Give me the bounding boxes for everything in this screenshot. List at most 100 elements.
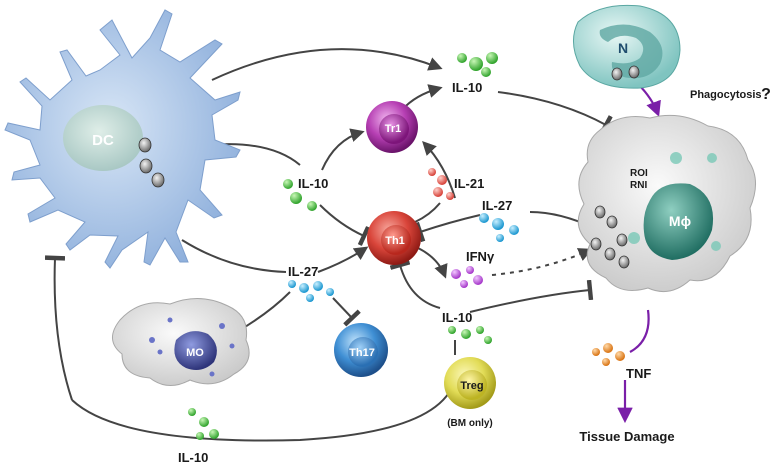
th17-cell: Th17 bbox=[334, 323, 388, 377]
monocyte-granule-5 bbox=[209, 371, 215, 377]
il10-treg-dot-2 bbox=[461, 329, 471, 339]
tr1-nucleus bbox=[379, 114, 409, 144]
il10-treg-to-th1-inhibit bbox=[389, 260, 441, 309]
il27-left-dot-1 bbox=[288, 280, 296, 288]
tr1-cell: Tr1 bbox=[366, 101, 418, 153]
il27-right-label: IL-27 bbox=[482, 198, 512, 213]
il10-treg-cluster bbox=[448, 326, 492, 344]
il27-left-dot-4 bbox=[326, 288, 334, 296]
connectors bbox=[44, 48, 661, 442]
monocyte-granule-1 bbox=[149, 337, 155, 343]
treg-cell: Treg bbox=[444, 357, 496, 409]
neutrophil: N bbox=[573, 4, 681, 89]
il21-label: IL-21 bbox=[454, 176, 484, 191]
phagocytosis-question: ? bbox=[761, 86, 771, 103]
dc-nucleus bbox=[63, 105, 143, 171]
ifng-dot-2 bbox=[466, 266, 474, 274]
il27-left-dot-3 bbox=[313, 281, 323, 291]
il27-right-dot-2 bbox=[492, 218, 504, 230]
il27-left-cluster bbox=[288, 280, 334, 302]
il10-top-dot-1 bbox=[457, 53, 467, 63]
il10-top-dot-2 bbox=[469, 57, 483, 71]
th1-label: Th1 bbox=[385, 235, 405, 247]
macrophage-nucleus bbox=[643, 183, 714, 260]
mo-to-il27-line bbox=[239, 291, 291, 331]
il27-right-dot-3 bbox=[509, 225, 519, 235]
macrophage-vacuole-1 bbox=[670, 152, 682, 164]
monocyte-nucleus bbox=[174, 331, 217, 370]
ifng-label: IFNγ bbox=[466, 249, 495, 264]
il10-treg-dot-4 bbox=[484, 336, 492, 344]
il10-top-label: IL-10 bbox=[452, 80, 482, 95]
macrophage-bacterium-6 bbox=[618, 255, 630, 269]
macrophage-to-tnf-line bbox=[629, 309, 650, 353]
dc-to-il10-top-arrow bbox=[211, 48, 443, 81]
monocyte-granule-3 bbox=[219, 323, 225, 329]
il21-to-tr1-arrow bbox=[422, 140, 456, 199]
il27-left-label: IL-27 bbox=[288, 264, 318, 279]
il10-top-to-macrophage-inhibit bbox=[497, 91, 613, 135]
il10-top-cluster bbox=[457, 52, 498, 77]
ifng-dot-1 bbox=[451, 269, 461, 279]
il10-left-cluster bbox=[283, 179, 317, 211]
dc-label: DC bbox=[92, 132, 114, 149]
il27-left-dot-5 bbox=[306, 294, 314, 302]
il10-left-dot-3 bbox=[307, 201, 317, 211]
tnf-dot-4 bbox=[602, 358, 610, 366]
il27-left-to-th1-arrow bbox=[317, 246, 369, 273]
dc-to-il27-left-line bbox=[181, 239, 287, 273]
treg-label: Treg bbox=[460, 380, 483, 392]
macrophage-bacterium-1 bbox=[594, 205, 606, 219]
neutrophil-bacterium-2 bbox=[628, 65, 640, 79]
il10-treg-label: IL-10 bbox=[442, 310, 472, 325]
dc-bacterium-3 bbox=[151, 172, 165, 188]
ifng-cluster bbox=[451, 266, 483, 288]
il10-left-dot-1 bbox=[283, 179, 293, 189]
il27-right-cluster bbox=[479, 213, 519, 242]
il10-treg-dot-3 bbox=[476, 326, 484, 334]
dc-bacterium-2 bbox=[139, 158, 153, 174]
phagocytosis-label: Phagocytosis bbox=[690, 89, 762, 101]
il27-left-to-th17-inhibit bbox=[332, 297, 361, 327]
th1-cell: Th1 bbox=[367, 211, 421, 265]
macrophage-bacterium-2 bbox=[606, 215, 618, 229]
th17-label: Th17 bbox=[349, 347, 375, 359]
th1-to-il21-line bbox=[414, 202, 441, 223]
neutrophil-bacterium-1 bbox=[611, 67, 623, 81]
monocyte: MO bbox=[112, 298, 250, 386]
tissue-damage-label: Tissue Damage bbox=[579, 429, 674, 444]
il21-dot-2 bbox=[437, 175, 447, 185]
th1-nucleus bbox=[381, 225, 411, 255]
macrophage-vacuole-4 bbox=[628, 232, 640, 244]
tnf-cluster bbox=[592, 343, 625, 366]
bm-only-label: (BM only) bbox=[447, 418, 493, 429]
il10-left-label: IL-10 bbox=[298, 176, 328, 191]
il10-bottom-to-dc-inhibit bbox=[44, 255, 73, 401]
il10-bottom-dot-4 bbox=[196, 432, 204, 440]
ifng-dot-4 bbox=[460, 280, 468, 288]
il10-left-to-tr1-arrow bbox=[321, 128, 365, 171]
il27-right-to-th1-inhibit bbox=[414, 214, 481, 243]
il27-left-dot-2 bbox=[299, 283, 309, 293]
ifng-dot-3 bbox=[473, 275, 483, 285]
tnf-dot-3 bbox=[615, 351, 625, 361]
ifng-to-macrophage-dotted bbox=[491, 248, 593, 276]
neutrophil-to-macrophage-arrow bbox=[637, 83, 661, 117]
macrophage-bacterium-4 bbox=[604, 247, 616, 261]
monocyte-granule-4 bbox=[229, 343, 235, 349]
neutrophil-nucleus bbox=[599, 24, 663, 79]
il21-dot-3 bbox=[433, 187, 443, 197]
il21-cluster bbox=[428, 168, 454, 200]
il27-right-dot-1 bbox=[479, 213, 489, 223]
il10-top-dot-3 bbox=[486, 52, 498, 64]
th17-nucleus bbox=[348, 337, 378, 367]
il10-left-dot-2 bbox=[290, 192, 302, 204]
il10-left-to-th1-inhibit bbox=[319, 204, 371, 247]
tnf-dot-2 bbox=[603, 343, 613, 353]
il10-bottom-dot-1 bbox=[188, 408, 196, 416]
treg-to-il10-bottom-line bbox=[71, 379, 456, 442]
neutrophil-label: N bbox=[618, 40, 628, 56]
tnf-dot-1 bbox=[592, 348, 600, 356]
treg-nucleus bbox=[457, 370, 487, 400]
